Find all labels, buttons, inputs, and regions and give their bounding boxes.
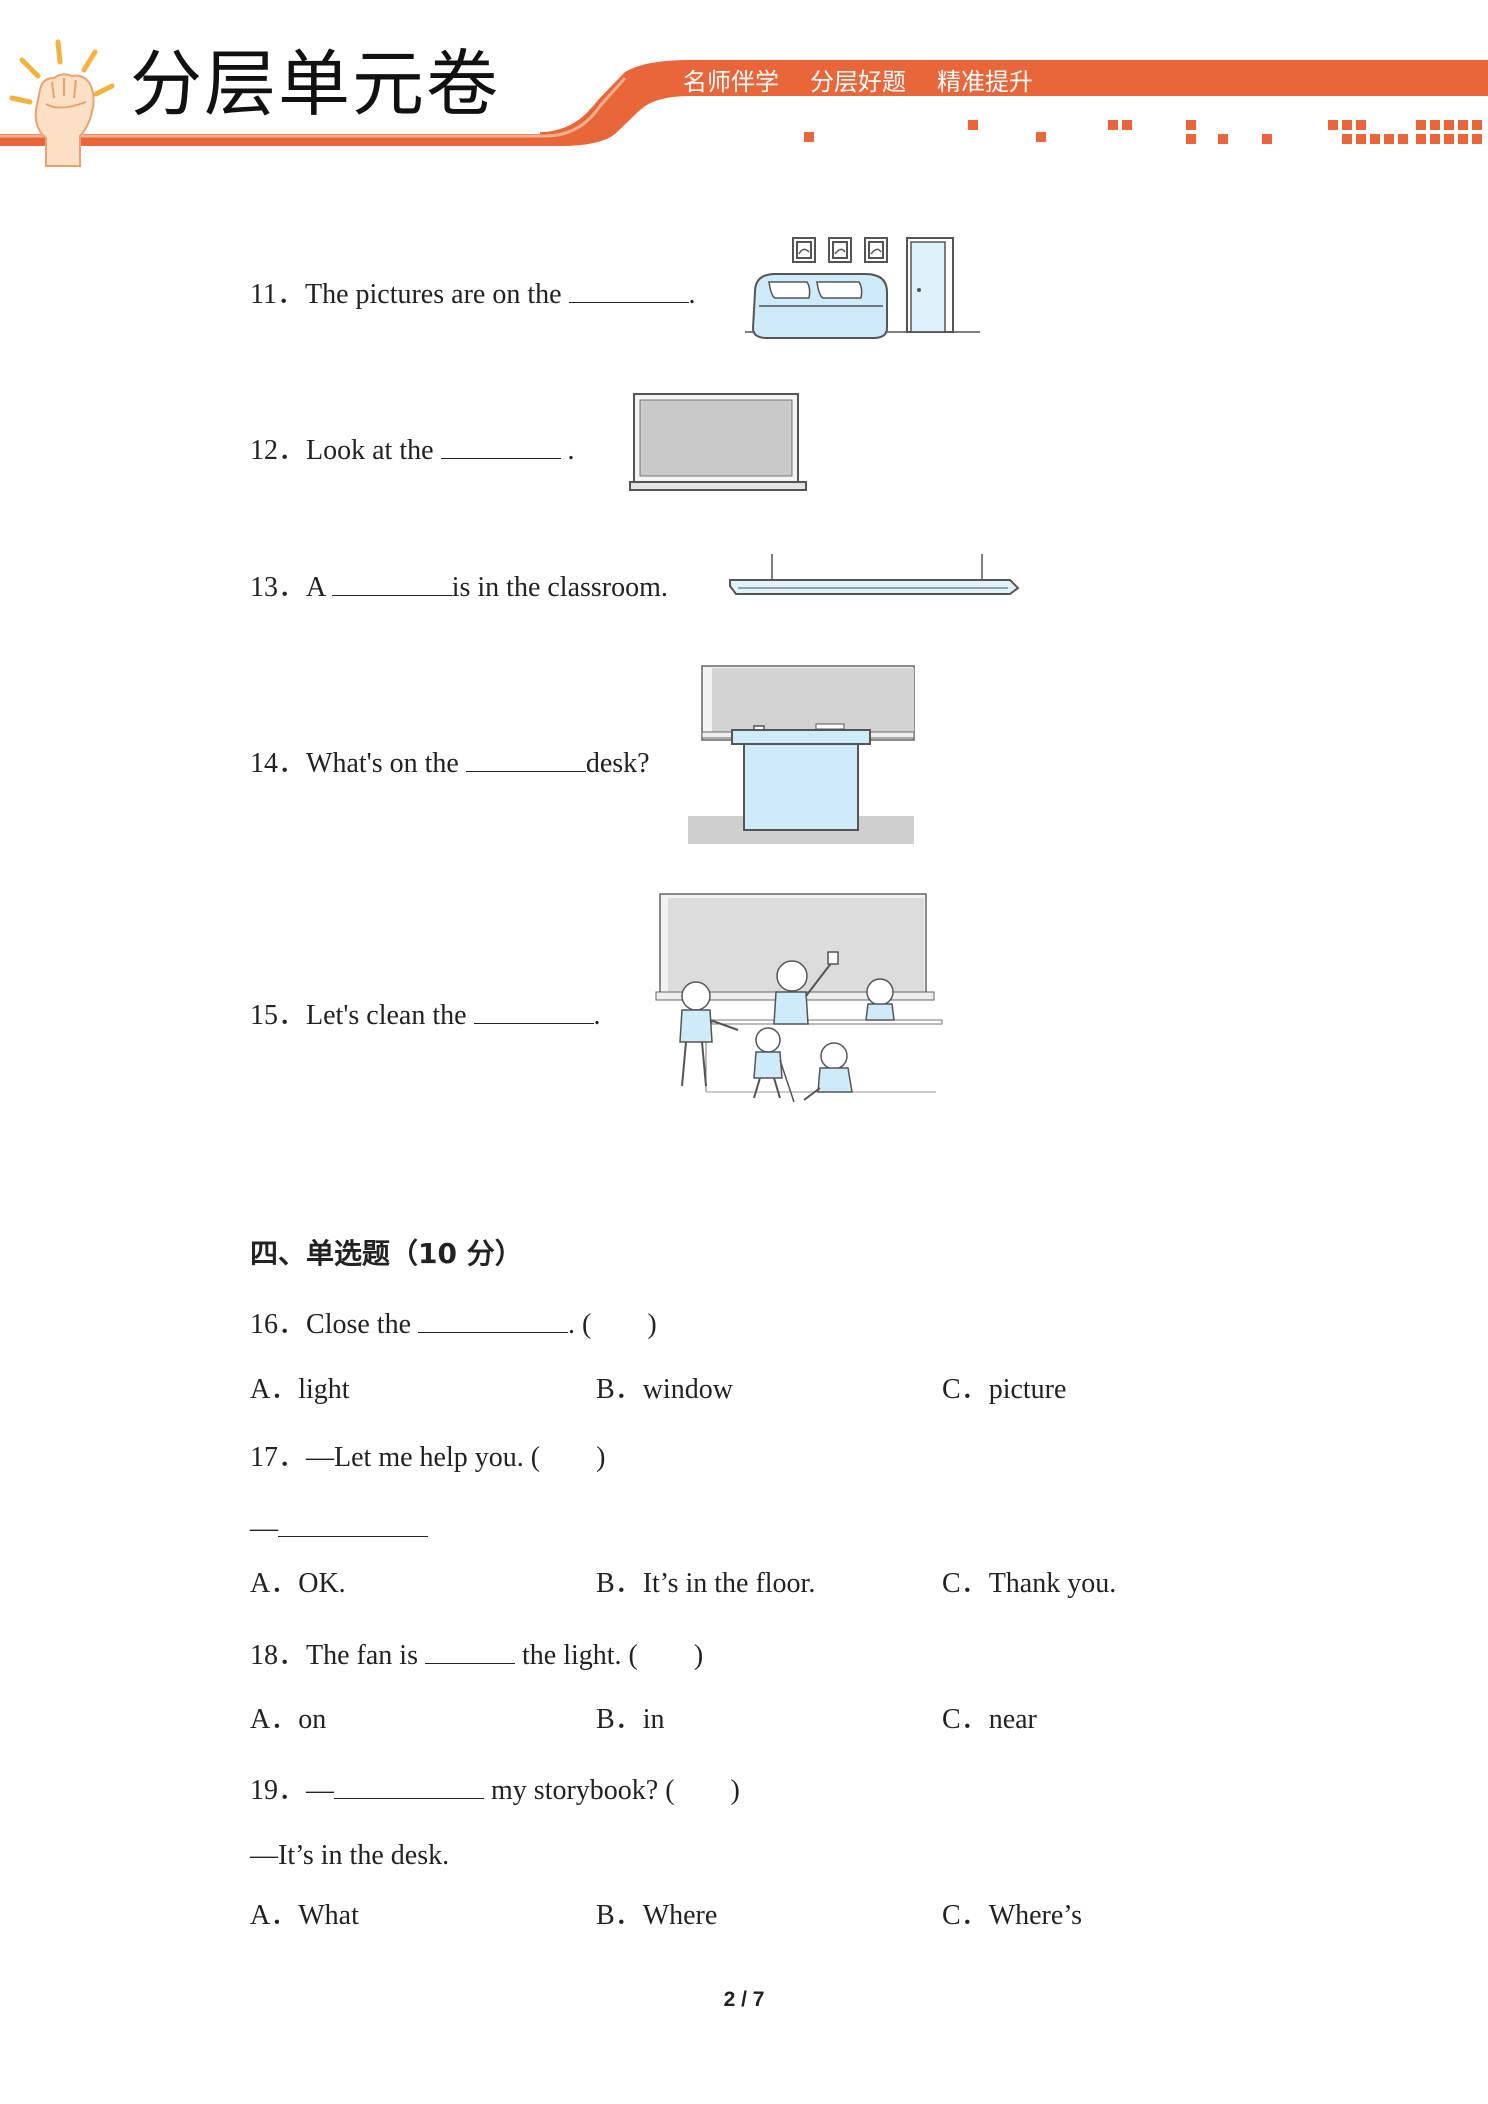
question-13: 13．A is in the classroom. [250, 571, 668, 602]
answer-blank[interactable] [418, 1308, 569, 1333]
question-text-end: desk? [585, 748, 650, 779]
question-number: 17． [250, 1442, 307, 1473]
question-16: 16．Close the . ( ) [250, 1308, 657, 1339]
option-17-b[interactable]: B．It’s in the floor. [596, 1568, 816, 1599]
option-16-c[interactable]: C．picture [942, 1374, 1067, 1405]
question-text: Look at the [306, 435, 441, 466]
answer-blank[interactable] [473, 999, 594, 1024]
option-16-a[interactable]: A．light [250, 1374, 350, 1405]
question-number: 19． [250, 1775, 307, 1806]
answer-blank[interactable] [334, 1774, 485, 1799]
question-text-end: . [560, 435, 575, 466]
brand-title: 分层单元卷 [130, 42, 501, 126]
children-cleaning-classroom-illustration [655, 893, 943, 1103]
question-12: 12．Look at the . [250, 434, 575, 465]
question-11: 11．The pictures are on the . [250, 278, 696, 309]
fist-logo-icon [9, 39, 115, 167]
ceiling-light-illustration [729, 554, 1020, 595]
option-18-a[interactable]: A．on [250, 1704, 327, 1735]
option-18-b[interactable]: B．in [596, 1704, 665, 1735]
question-text-end: my storybook? ( ) [484, 1775, 740, 1806]
question-number: 14． [250, 748, 307, 779]
question-text-end: . [688, 279, 696, 310]
answer-blank[interactable] [568, 278, 689, 303]
question-19-reply-line: —It’s in the desk. [250, 1840, 450, 1871]
answer-blank[interactable] [424, 1639, 515, 1664]
question-number: 11． [250, 279, 305, 310]
question-text: —Let me help you. ( ) [306, 1442, 606, 1473]
question-text: The fan is [306, 1640, 425, 1671]
question-text: The pictures are on the [304, 279, 569, 310]
option-16-b[interactable]: B．window [596, 1374, 733, 1405]
option-19-c[interactable]: C．Where’s [942, 1900, 1082, 1931]
answer-blank[interactable] [278, 1512, 428, 1537]
slogan-3: 精准提升 [937, 68, 1033, 96]
question-number: 13． [250, 572, 307, 603]
question-number: 12． [250, 435, 307, 466]
header-decoration [0, 60, 1488, 146]
sofa-wall-pictures-illustration [745, 237, 980, 339]
teachers-desk-illustration [688, 665, 915, 844]
answer-blank[interactable] [331, 571, 452, 596]
question-text: — [306, 1775, 335, 1806]
option-17-a[interactable]: A．OK. [250, 1568, 346, 1599]
option-18-c[interactable]: C．near [942, 1704, 1037, 1735]
slogan-1: 名师伴学 [683, 68, 779, 96]
question-text-end: . [593, 1000, 601, 1031]
question-number: 15． [250, 1000, 307, 1031]
page-header: 分层单元卷 名师伴学 分层好题 精准提升 [0, 0, 1488, 167]
option-19-b[interactable]: B．Where [596, 1900, 718, 1931]
question-text: A [306, 572, 332, 603]
question-text: Let's clean the [306, 1000, 474, 1031]
question-17-reply-line: — [250, 1512, 428, 1543]
question-17: 17．—Let me help you. ( ) [250, 1444, 605, 1472]
question-text-end: . ( ) [568, 1309, 657, 1340]
answer-blank[interactable] [465, 747, 586, 772]
slogan-2: 分层好题 [810, 68, 906, 96]
answer-blank[interactable] [440, 434, 561, 459]
question-number: 18． [250, 1640, 307, 1671]
section-title: 四、单选题（10 分） [250, 1237, 523, 1270]
question-text-end: is in the classroom. [451, 572, 668, 603]
question-18: 18．The fan is the light. ( ) [250, 1639, 703, 1670]
question-text: What's on the [306, 748, 466, 779]
blackboard-illustration [629, 393, 807, 491]
question-14: 14．What's on the desk? [250, 747, 650, 778]
option-19-a[interactable]: A．What [250, 1900, 359, 1931]
question-number: 16． [250, 1309, 307, 1340]
option-17-c[interactable]: C．Thank you. [942, 1568, 1117, 1599]
question-text-end: the light. ( ) [514, 1640, 704, 1671]
page-number: 2 / 7 [723, 1988, 765, 2011]
question-15: 15．Let's clean the . [250, 999, 601, 1030]
question-text: Close the [306, 1309, 419, 1340]
question-19: 19．— my storybook? ( ) [250, 1774, 740, 1805]
